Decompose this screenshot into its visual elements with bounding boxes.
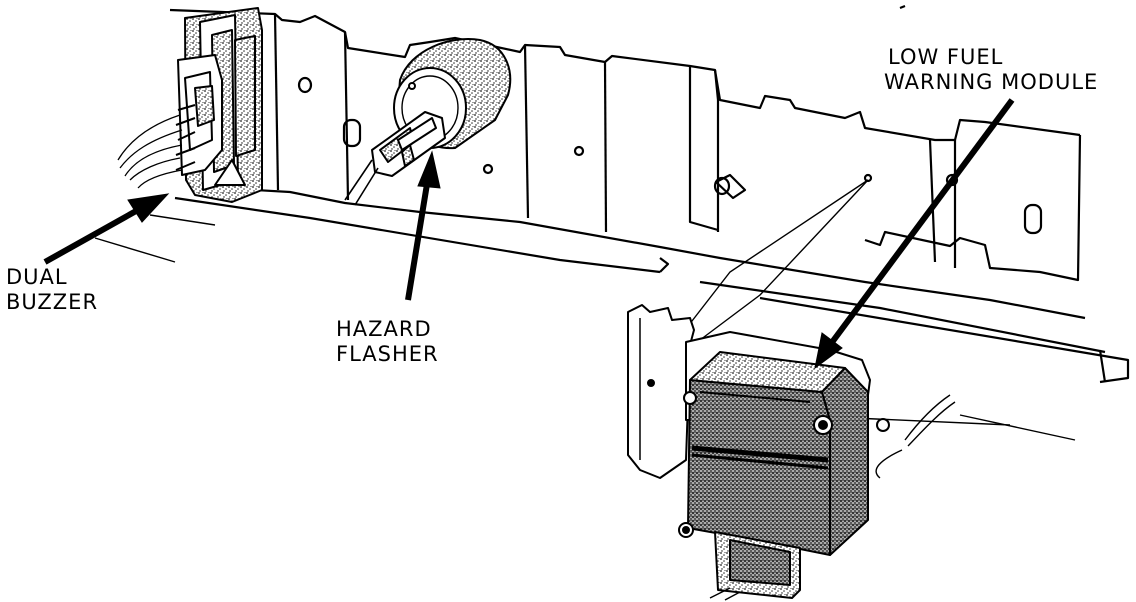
label-line: LOW FUEL (888, 45, 1004, 69)
flasher-arrow-head (417, 150, 441, 189)
label-line: WARNING MODULE (884, 70, 1099, 94)
hazard-flasher-label: HAZARD FLASHER (336, 317, 439, 367)
dual-buzzer-label: DUAL BUZZER (6, 265, 98, 315)
dual-buzzer-part (117, 7, 263, 203)
label-line: DUAL (6, 265, 68, 289)
label-line: HAZARD (336, 317, 432, 341)
label-line: FLASHER (336, 342, 439, 366)
alignment-lines (94, 179, 1076, 441)
mounting-bracket (169, 4, 1130, 384)
buzzer-arrow-head (127, 193, 170, 223)
fuel-arrow-head (814, 332, 843, 370)
label-line: BUZZER (6, 290, 99, 314)
pointer-arrows (43, 98, 1015, 370)
low-fuel-warning-module-label: LOW FUEL WARNING MODULE (884, 45, 1098, 95)
hazard-flasher-part (344, 38, 512, 206)
low-fuel-module-part (627, 304, 956, 601)
